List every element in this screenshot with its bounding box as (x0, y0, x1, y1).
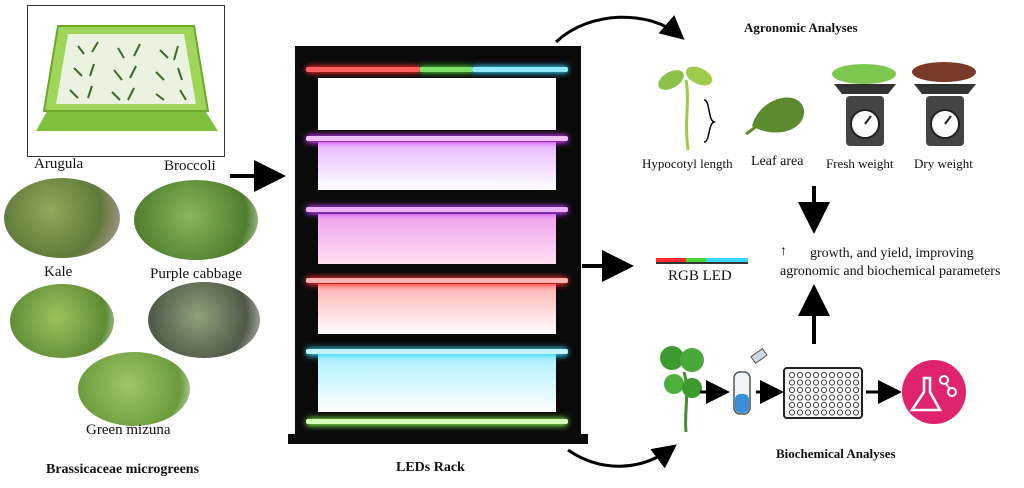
plate-well (837, 379, 844, 386)
plate-well (829, 379, 836, 386)
led-bar-red (306, 277, 568, 285)
plate-well (853, 394, 860, 401)
fresh-weight-scale-icon (832, 64, 896, 146)
plate-well (813, 371, 820, 378)
led-bar-rgb (306, 66, 568, 73)
plate-well (821, 386, 828, 393)
plate-well (821, 409, 828, 416)
plate-well (853, 371, 860, 378)
plate-well (837, 394, 844, 401)
measure-label-fresh-weight: Fresh weight (826, 156, 894, 171)
plate-well (829, 394, 836, 401)
sprout-icon (660, 346, 704, 433)
plate-well (837, 409, 844, 416)
plate-well (821, 401, 828, 408)
variety-label-broccoli: Broccoli (164, 158, 216, 174)
led-bar-magenta (306, 206, 568, 214)
arugula-microgreens-image (4, 178, 120, 258)
result-text-line2: agronomic and biochemical parameters (780, 264, 1001, 279)
dry-weight-scale-icon (912, 62, 976, 146)
plate-well (821, 394, 828, 401)
arrow-to-agronomic (554, 15, 685, 44)
plate-well (813, 386, 820, 393)
plate-well (845, 371, 852, 378)
variety-label-arugula: Arugula (34, 156, 84, 172)
plate-well (797, 371, 804, 378)
plate-well (853, 409, 860, 416)
plate-well (789, 371, 796, 378)
plate-well (789, 409, 796, 416)
plate-well (837, 386, 844, 393)
plate-well (837, 401, 844, 408)
kale-microgreens-image (10, 284, 114, 358)
increase-arrow-symbol: ↑ (780, 244, 787, 259)
plate-well (821, 379, 828, 386)
measure-label-dry-weight: Dry weight (914, 156, 973, 171)
broccoli-microgreens-image (134, 180, 258, 260)
rack-caption: LEDs Rack (396, 460, 465, 475)
plate-well (805, 386, 812, 393)
biochemical-title: Biochemical Analyses (776, 446, 896, 461)
led-rack (288, 46, 588, 444)
seed-tray-image (36, 25, 218, 131)
plate-well (829, 401, 836, 408)
plate-well (789, 401, 796, 408)
plate-well (813, 409, 820, 416)
variety-label-kale: Kale (44, 264, 73, 280)
plate-well (789, 394, 796, 401)
rgb-led-label: RGB LED (668, 268, 732, 284)
plate-well (853, 401, 860, 408)
plate-well (797, 409, 804, 416)
measure-label-leaf-area: Leaf area (751, 154, 804, 169)
plate-well (845, 386, 852, 393)
seedling-icon (658, 66, 717, 151)
plate-well (845, 409, 852, 416)
microgreens-caption: Brassicaceae microgreens (46, 462, 200, 477)
agronomic-title: Agronomic Analyses (744, 20, 858, 35)
rgb-led-icon (656, 258, 748, 264)
plate-well (805, 379, 812, 386)
plate-well (805, 409, 812, 416)
led-bar-blue (306, 348, 568, 356)
plate-well (813, 394, 820, 401)
plate-well (797, 379, 804, 386)
plate-well (789, 386, 796, 393)
green-mizuna-microgreens-image (78, 352, 190, 426)
plate-well (845, 394, 852, 401)
plate-well (845, 401, 852, 408)
plate-well (845, 379, 852, 386)
test-tube-icon (733, 348, 768, 415)
variety-label-green-mizuna: Green mizuna (86, 422, 171, 438)
led-bar-magenta-blue (306, 135, 568, 143)
plate-well (829, 386, 836, 393)
arrow-to-biochemical (567, 444, 677, 469)
plate-well (797, 386, 804, 393)
chemistry-flask-icon (902, 360, 966, 424)
plate-well (805, 394, 812, 401)
plate-well (853, 379, 860, 386)
purple-cabbage-microgreens-image (148, 282, 260, 358)
leaf-icon (745, 97, 805, 136)
plate-well (797, 394, 804, 401)
plate-well (805, 401, 812, 408)
plate-well (821, 371, 828, 378)
plate-well (805, 371, 812, 378)
plate-well (813, 379, 820, 386)
plate-well (829, 409, 836, 416)
plate-well (789, 379, 796, 386)
plate-well (829, 371, 836, 378)
variety-label-purple-cabbage: Purple cabbage (150, 266, 243, 282)
tray-photo-frame (27, 5, 225, 157)
led-bar-green (306, 418, 568, 426)
plate-well (797, 401, 804, 408)
plate-well (853, 386, 860, 393)
plate-well (837, 371, 844, 378)
result-text-line1: growth, and yield, improving (810, 246, 974, 261)
measure-label-hypocotyl: Hypocotyl length (642, 156, 733, 171)
plate-well (813, 401, 820, 408)
